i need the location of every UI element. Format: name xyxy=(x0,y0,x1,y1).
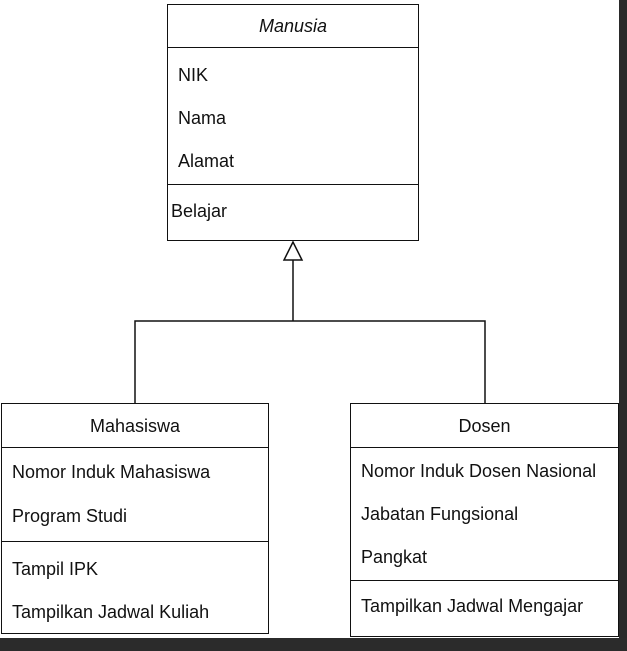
attribute-program-studi: Program Studi xyxy=(12,506,128,526)
class-name: Dosen xyxy=(351,404,618,448)
methods-compartment: Belajar xyxy=(168,185,418,237)
methods-compartment: Tampilkan Jadwal Mengajar xyxy=(351,581,618,631)
class-dosen[interactable]: Dosen Nomor Induk Dosen Nasional Jabatan… xyxy=(350,403,619,637)
methods-compartment: Tampil IPK Tampilkan Jadwal Kuliah xyxy=(2,542,268,633)
method-tampilkan-jadwal-mengajar: Tampilkan Jadwal Mengajar xyxy=(361,596,584,616)
attribute-nik: NIK xyxy=(178,65,209,85)
class-name: Mahasiswa xyxy=(2,404,268,448)
generalization-line-dosen xyxy=(293,320,486,403)
attribute-nama: Nama xyxy=(178,108,227,128)
attribute-jabatan-fungsional: Jabatan Fungsional xyxy=(361,504,519,524)
method-belajar: Belajar xyxy=(171,201,228,221)
diagram-canvas: Manusia NIK Nama Alamat Belajar Mahasisw… xyxy=(0,0,619,638)
attributes-compartment: Nomor Induk Dosen Nasional Jabatan Fungs… xyxy=(351,448,618,581)
attribute-nomor-induk-dosen-nasional: Nomor Induk Dosen Nasional xyxy=(361,461,597,481)
generalization-line-mahasiswa xyxy=(134,320,293,403)
inheritance-connectors xyxy=(134,240,486,403)
class-mahasiswa[interactable]: Mahasiswa Nomor Induk Mahasiswa Program … xyxy=(1,403,269,634)
class-manusia[interactable]: Manusia NIK Nama Alamat Belajar xyxy=(167,4,419,241)
window-edge-right xyxy=(619,0,627,651)
attributes-compartment: Nomor Induk Mahasiswa Program Studi xyxy=(2,448,268,542)
attribute-pangkat: Pangkat xyxy=(361,547,428,567)
class-name: Manusia xyxy=(168,5,418,48)
attribute-alamat: Alamat xyxy=(178,151,235,171)
attributes-compartment: NIK Nama Alamat xyxy=(168,48,418,185)
generalization-arrowhead-icon xyxy=(282,240,304,261)
attribute-nomor-induk-mahasiswa: Nomor Induk Mahasiswa xyxy=(12,462,211,482)
method-tampil-ipk: Tampil IPK xyxy=(12,559,99,579)
method-tampilkan-jadwal-kuliah: Tampilkan Jadwal Kuliah xyxy=(12,602,210,622)
window-edge-bottom xyxy=(0,638,627,651)
